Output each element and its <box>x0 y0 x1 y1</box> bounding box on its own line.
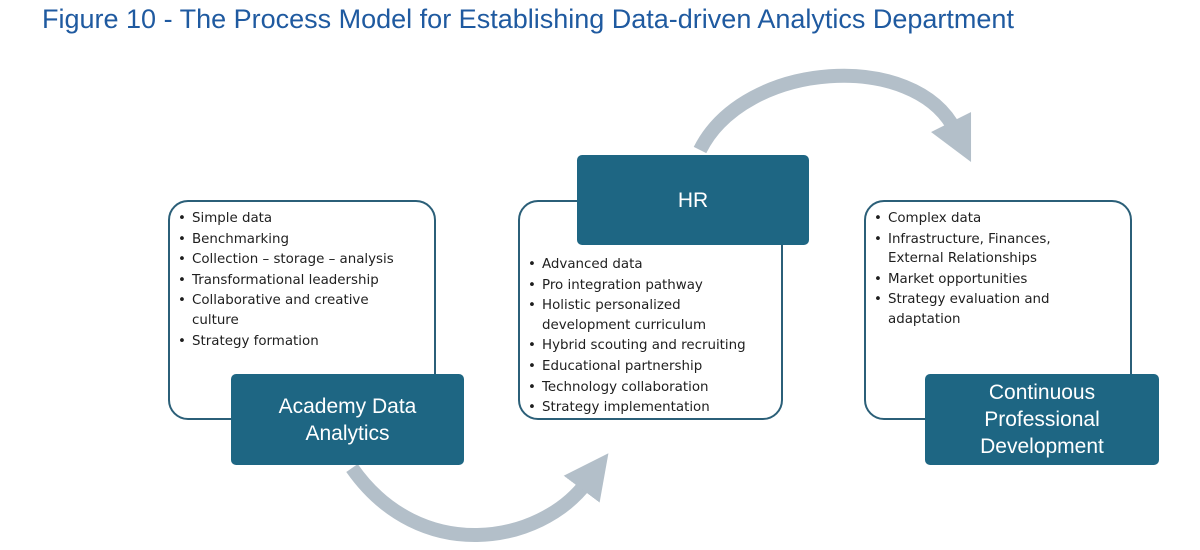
list-item: Benchmarking <box>178 230 430 250</box>
academy-items: Simple data Benchmarking Collection – st… <box>178 209 430 352</box>
list-item: Collaborative and creative culture <box>178 291 397 330</box>
academy-card: Simple data Benchmarking Collection – st… <box>168 200 436 420</box>
list-item: Advanced data <box>528 255 778 275</box>
list-item: Strategy evaluation and adaptation <box>874 290 1073 329</box>
arrow-hr-to-cpd <box>693 68 972 163</box>
figure-title: Figure 10 - The Process Model for Establ… <box>42 4 1014 34</box>
list-item: Infrastructure, Finances, External Relat… <box>874 230 1078 269</box>
list-item: Simple data <box>178 209 430 229</box>
list-item: Strategy formation <box>178 332 430 352</box>
cpd-items: Complex data Infrastructure, Finances, E… <box>874 209 1124 331</box>
list-item: Holistic personalized development curric… <box>528 296 742 335</box>
list-item: Market opportunities <box>874 270 1124 290</box>
hr-header: HR <box>577 155 809 245</box>
list-item: Collection – storage – analysis <box>178 250 430 270</box>
arrow-academy-to-hr <box>346 453 609 542</box>
list-item: Strategy implementation <box>528 398 778 418</box>
academy-data-analytics-header: Academy Data Analytics <box>231 374 464 465</box>
list-item: Pro integration pathway <box>528 276 778 296</box>
list-item: Complex data <box>874 209 1124 229</box>
list-item: Hybrid scouting and recruiting <box>528 336 778 356</box>
list-item: Educational partnership <box>528 357 778 377</box>
list-item: Transformational leadership <box>178 271 430 291</box>
hr-items: Advanced data Pro integration pathway Ho… <box>528 255 778 419</box>
continuous-professional-development-header: Continuous Professional Development <box>925 374 1159 465</box>
list-item: Technology collaboration <box>528 378 778 398</box>
